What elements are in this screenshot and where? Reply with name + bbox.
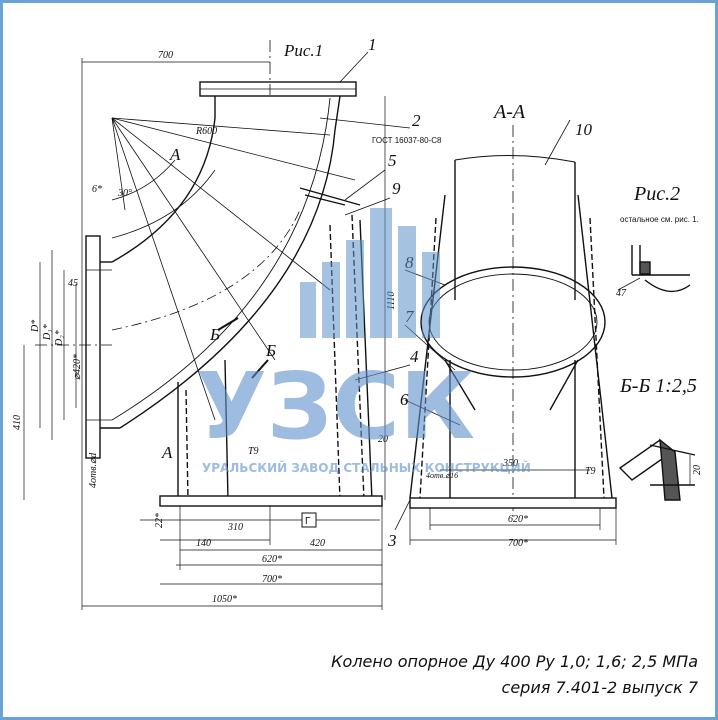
watermark-subtitle: УРАЛЬСКИЙ ЗАВОД СТАЛЬНЫХ КОНСТРУКЦИЙ — [202, 460, 531, 475]
labels: Рис.1 А-А Рис.2 остальное см. рис. 1. Б-… — [12, 35, 703, 605]
fig2-note: остальное см. рис. 1. — [620, 215, 699, 224]
elbow-inner-contour — [111, 96, 216, 263]
callout-2: 2 — [412, 111, 421, 130]
base-plate — [159, 495, 383, 507]
callout-10: 10 — [575, 120, 593, 139]
dim-350: 350 — [502, 458, 518, 469]
dim-310: 310 — [227, 522, 243, 533]
left-flange — [85, 235, 101, 459]
section-aa-label: А-А — [492, 101, 526, 123]
dim-700-top: 700 — [158, 50, 173, 61]
dim-20-bb: 20 — [692, 465, 703, 475]
dim-420-diameter: ⌀420* — [72, 354, 83, 380]
view-a-label-top: А — [169, 145, 181, 164]
dim-410: 410 — [12, 415, 23, 430]
callout-9: 9 — [392, 179, 401, 198]
fig2-label: Рис.2 — [633, 183, 680, 205]
dim-620: 620* — [262, 554, 282, 565]
dim-47: 47 — [616, 288, 627, 299]
dim-6: 6* — [92, 184, 102, 195]
watermark-brand: УЗСК — [196, 353, 475, 460]
caption-title: Колено опорное Ду 400 Ру 1,0; 1,6; 2,5 М… — [331, 652, 698, 671]
dim-1050: 1050* — [212, 594, 237, 605]
dim-620-section: 620* — [508, 514, 528, 525]
view-a-label-bottom: А — [161, 443, 173, 462]
dim-140: 140 — [196, 538, 211, 549]
dim-angle: 30° — [117, 188, 132, 199]
dim-420: 420 — [310, 538, 325, 549]
watermark: УЗСК УРАЛЬСКИЙ ЗАВОД СТАЛЬНЫХ КОНСТРУКЦИ… — [196, 208, 531, 475]
gost-reference: ГОСТ 16037-80-С8 — [372, 136, 442, 145]
weld-t9-left: T9 — [248, 446, 259, 457]
view-g-label: Г — [305, 516, 311, 527]
caption-series: серия 7.401-2 выпуск 7 — [501, 678, 698, 697]
dim-holes: 4отв.⌀d — [88, 452, 99, 488]
dim-holes-16: 4отв.⌀16 — [426, 471, 458, 480]
fig2-detail — [617, 245, 691, 293]
elbow-outer-contour — [119, 95, 341, 429]
dim-d2: D₂* — [54, 330, 65, 347]
section-left-wall — [409, 194, 446, 499]
fig1-label: Рис.1 — [283, 41, 323, 60]
section-bb-detail — [618, 438, 696, 501]
dim-d: D* — [30, 320, 41, 333]
dim-d1: D₁* — [42, 324, 53, 341]
dim-700-section: 700* — [508, 538, 528, 549]
callout-4: 4 — [410, 347, 419, 366]
dim-r600: R600 — [195, 126, 217, 137]
dim-20: 20 — [378, 434, 388, 445]
dim-22: 22* — [154, 513, 165, 528]
callout-5: 5 — [388, 151, 397, 170]
callout-6: 6 — [400, 390, 409, 409]
callout-3: 3 — [387, 531, 397, 550]
section-right-wall — [577, 194, 613, 499]
dim-45: 45 — [68, 278, 78, 289]
section-b-label-left: Б — [209, 325, 220, 344]
watermark-building-logo — [300, 208, 440, 338]
weld-t9-right: T9 — [585, 466, 596, 477]
section-b-label-right: Б — [265, 341, 276, 360]
section-base-plate — [409, 497, 617, 509]
section-bb-label: Б-Б 1:2,5 — [619, 375, 697, 397]
callout-1: 1 — [368, 35, 377, 54]
dim-700: 700* — [262, 574, 282, 585]
pipe-section-outer — [420, 266, 606, 378]
